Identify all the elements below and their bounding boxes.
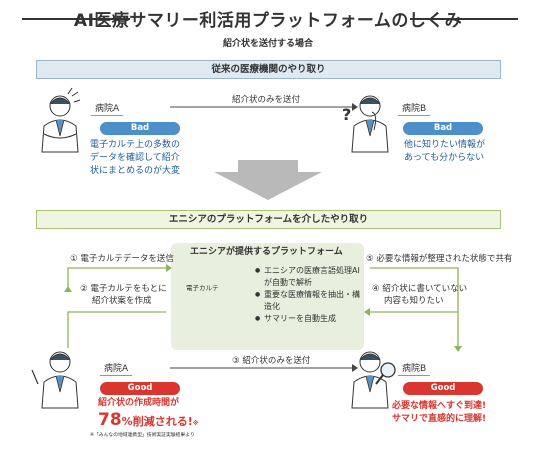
good-badge: Good xyxy=(403,382,483,395)
step-4-line2: 内容も知りたい xyxy=(384,296,444,306)
flow-line-a xyxy=(67,311,166,348)
footnote: ※「みんなの地域連携型」技術実証実験結果より xyxy=(90,433,195,438)
bullet-item: エニシアの医療言語処理AIが自動で解析 xyxy=(255,265,365,289)
hospital-b-label: 病院B xyxy=(398,361,431,376)
doctor-icon xyxy=(41,87,81,153)
magnifier-icon xyxy=(375,362,396,385)
reduction-stat: 78%削減される!※ xyxy=(98,410,199,430)
platform-title: エニシアが提供するプラットフォーム xyxy=(190,247,343,257)
hospital-b-desc: 他に知りたい情報が あっても分からない xyxy=(404,140,486,163)
page-subtitle: 紹介状を送付する場合 xyxy=(222,39,313,49)
arrow-down-icon xyxy=(214,160,322,200)
bad-badge: Bad xyxy=(403,122,483,135)
reduction-number: 78 xyxy=(98,410,122,430)
doctor-icon xyxy=(351,351,389,409)
platform-bullets: エニシアの医療言語処理AIが自動で解析 重要な医療情報を抽出・構造化 サマリーを… xyxy=(255,265,365,325)
hospital-b-label: 病院B xyxy=(398,101,431,116)
doctor-icon xyxy=(31,351,79,409)
doc-label: 電子カルテ xyxy=(186,284,219,292)
step-2-line1: ② 電子カルテをもとに xyxy=(80,284,167,294)
hospital-a-label: 病院A xyxy=(100,361,133,376)
hospital-b-desc: 必要な情報へすぐ到達! サマリで直感的に理解! xyxy=(392,401,487,424)
section-new-band: エニシアのプラットフォームを介したやり取り xyxy=(36,210,501,229)
page-title: AI医療サマリー利活用プラットフォームのしくみ xyxy=(73,11,463,31)
hospital-a-label: 病院A xyxy=(91,101,124,116)
title-rule-left xyxy=(22,18,130,20)
reduction-unit: %削減される! xyxy=(121,415,193,428)
flow-line-b xyxy=(370,267,459,348)
flow-line-a-top xyxy=(67,267,166,290)
reduction-mark: ※ xyxy=(192,420,199,427)
question-icon: ? xyxy=(342,105,351,124)
title-rule-right xyxy=(410,18,518,20)
section-old-band: 従来の医療機関のやり取り xyxy=(36,60,501,79)
bullet-item: サマリーを自動生成 xyxy=(255,313,365,325)
old-arrow-label: 紹介状のみを送付 xyxy=(232,95,301,105)
hospital-a-desc-line1: 紹介状の作成時間が xyxy=(98,398,180,408)
step-5: ⑤ 必要な情報が整理された状態で共有 xyxy=(366,254,513,264)
hospital-a-desc: 電子カルテ上の多数の データを確認して紹介 状にまとめるのが大変 xyxy=(90,140,181,176)
step-4-line1: ④ 紹介状に書いていない xyxy=(372,284,468,294)
step-1: ① 電子カルテデータを送信 xyxy=(70,254,174,264)
title-area: AI医療サマリー利活用プラットフォームのしくみ xyxy=(0,6,536,31)
bad-badge: Bad xyxy=(100,122,180,135)
doctor-icon xyxy=(351,95,389,153)
good-badge: Good xyxy=(100,382,180,395)
step-2-line2: 紹介状案を作成 xyxy=(92,296,152,306)
bullet-item: 重要な医療情報を抽出・構造化 xyxy=(255,289,365,313)
step-3: ③ 紹介状のみを送付 xyxy=(232,356,311,366)
old-arrow-head xyxy=(352,103,358,111)
